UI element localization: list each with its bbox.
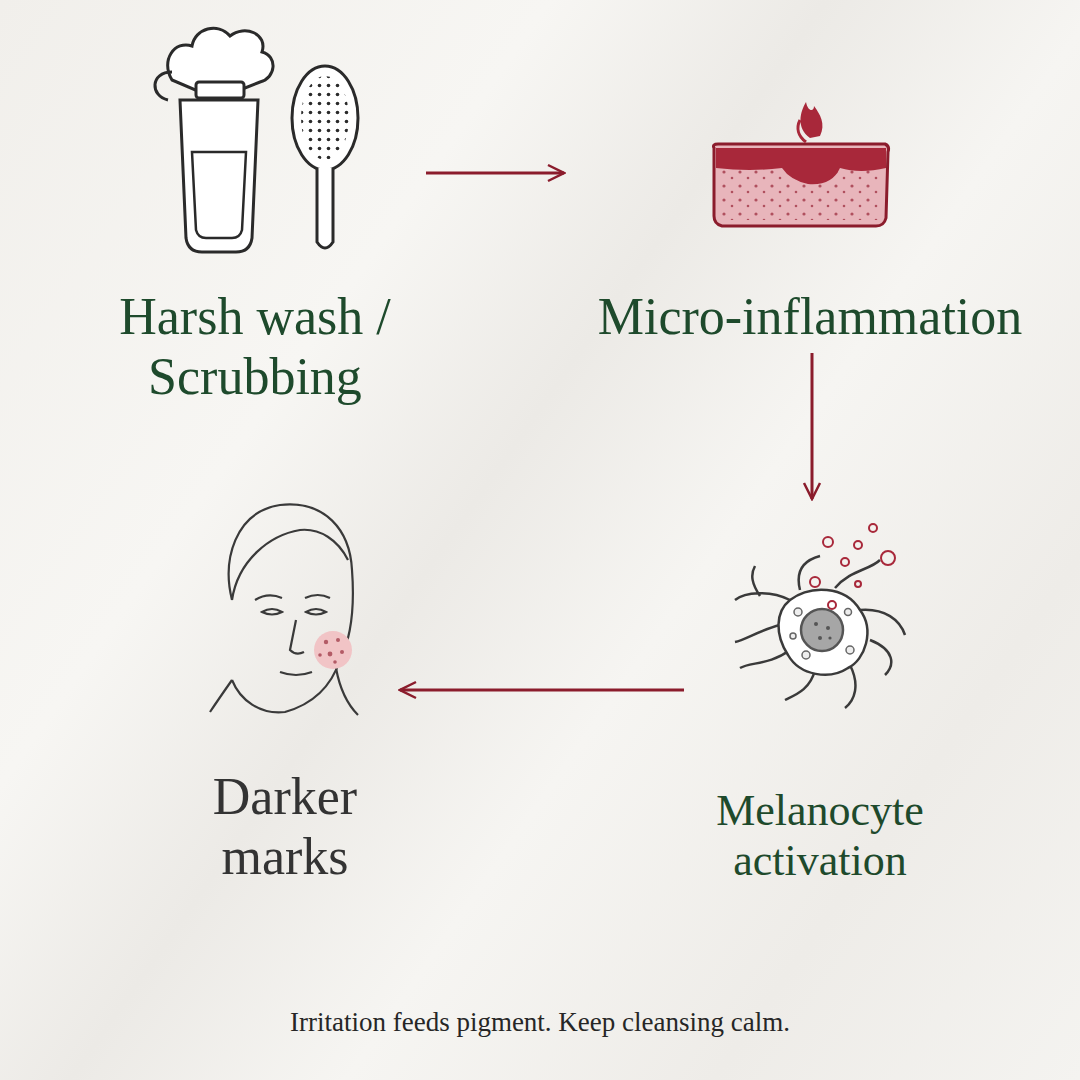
inflamed-skin-icon <box>714 102 889 226</box>
flow-arrow <box>811 353 814 499</box>
result-node: Darker marks <box>176 490 394 887</box>
melanocyte-icon <box>735 524 905 708</box>
cell-node: Melanocyte activation <box>690 505 950 887</box>
brush-icon <box>292 66 358 248</box>
node-label: Darker marks <box>180 767 390 887</box>
reaction-node: Micro-inflammation <box>570 115 1050 347</box>
node-label: Micro-inflammation <box>598 287 1023 347</box>
foam-icon <box>155 28 273 100</box>
caption: Irritation feeds pigment. Keep cleansing… <box>0 1007 1080 1038</box>
cause-node: Harsh wash / Scrubbing <box>90 15 420 407</box>
tube-icon <box>180 82 258 252</box>
flow-arrow <box>426 172 564 175</box>
node-label: Melanocyte activation <box>695 786 945 887</box>
face-icon <box>210 504 358 715</box>
node-label: Harsh wash / Scrubbing <box>95 287 415 407</box>
flow-arrow <box>400 689 684 692</box>
